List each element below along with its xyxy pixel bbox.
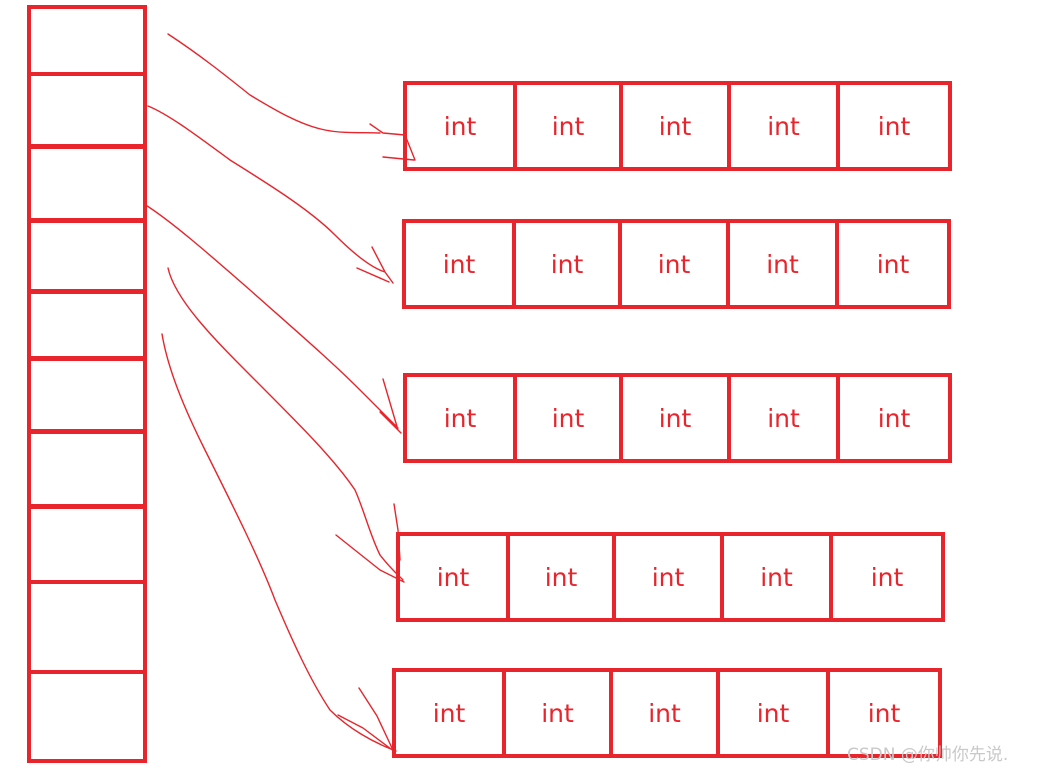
int-label: int: [551, 403, 585, 433]
int-label: int: [766, 249, 799, 279]
int-label: int: [442, 249, 476, 279]
int-cell: int: [506, 672, 613, 754]
int-label: int: [657, 249, 691, 279]
pointer-slot: [27, 219, 147, 293]
int-cell: int: [516, 223, 622, 305]
pointer-slot: [27, 670, 147, 763]
pointer-slot: [27, 72, 147, 148]
int-array-row-1: int int int int int: [403, 81, 952, 171]
int-label: int: [658, 111, 692, 141]
int-cell: int: [616, 536, 724, 618]
int-cell: int: [613, 672, 720, 754]
int-label: int: [436, 562, 470, 592]
int-label: int: [760, 562, 793, 592]
int-cell: int: [833, 536, 941, 618]
int-label: int: [876, 249, 910, 279]
arrow-to-row-3: [143, 203, 402, 434]
watermark-text: CSDN @你帅你先说.: [847, 745, 1009, 765]
int-cell: int: [407, 85, 517, 167]
int-label: int: [432, 698, 466, 728]
arrow-to-row-4: [167, 267, 405, 583]
int-array-row-2: int int int int int: [402, 219, 951, 309]
int-cell: int: [731, 377, 840, 459]
int-cell: int: [622, 223, 730, 305]
int-label: int: [551, 111, 585, 141]
int-cell: int: [724, 536, 833, 618]
pointer-slot: [27, 580, 147, 674]
int-label: int: [550, 249, 584, 279]
int-label: int: [870, 562, 904, 592]
int-cell: int: [731, 85, 840, 167]
int-cell: int: [840, 377, 948, 459]
arrow-to-row-2: [147, 105, 394, 284]
int-cell: int: [517, 85, 623, 167]
int-cell: int: [510, 536, 616, 618]
arrow-to-row-1: [167, 33, 416, 161]
int-label: int: [877, 111, 911, 141]
int-cell: int: [839, 223, 947, 305]
int-label: int: [877, 403, 911, 433]
int-array-row-4: int int int int int: [396, 532, 945, 622]
int-label: int: [443, 111, 477, 141]
int-label: int: [541, 698, 574, 728]
int-cell: int: [406, 223, 516, 305]
int-cell: int: [830, 672, 938, 754]
int-cell: int: [517, 377, 623, 459]
int-label: int: [756, 698, 790, 728]
int-label: int: [544, 562, 578, 592]
int-label: int: [648, 698, 681, 728]
int-cell: int: [407, 377, 517, 459]
int-label: int: [767, 111, 800, 141]
int-label: int: [651, 562, 685, 592]
int-array-row-5: int int int int int: [392, 668, 942, 758]
int-cell: int: [840, 85, 948, 167]
int-array-row-3: int int int int int: [403, 373, 952, 463]
int-label: int: [867, 698, 901, 728]
int-label: int: [443, 403, 477, 433]
arrow-to-row-5: [161, 333, 397, 753]
int-cell: int: [730, 223, 839, 305]
pointer-slot: [27, 430, 147, 508]
int-cell: int: [623, 85, 731, 167]
int-cell: int: [623, 377, 731, 459]
int-label: int: [658, 403, 692, 433]
int-cell: int: [720, 672, 830, 754]
int-cell: int: [396, 672, 506, 754]
int-cell: int: [400, 536, 510, 618]
int-label: int: [767, 403, 800, 433]
pointer-slot: [27, 505, 147, 584]
